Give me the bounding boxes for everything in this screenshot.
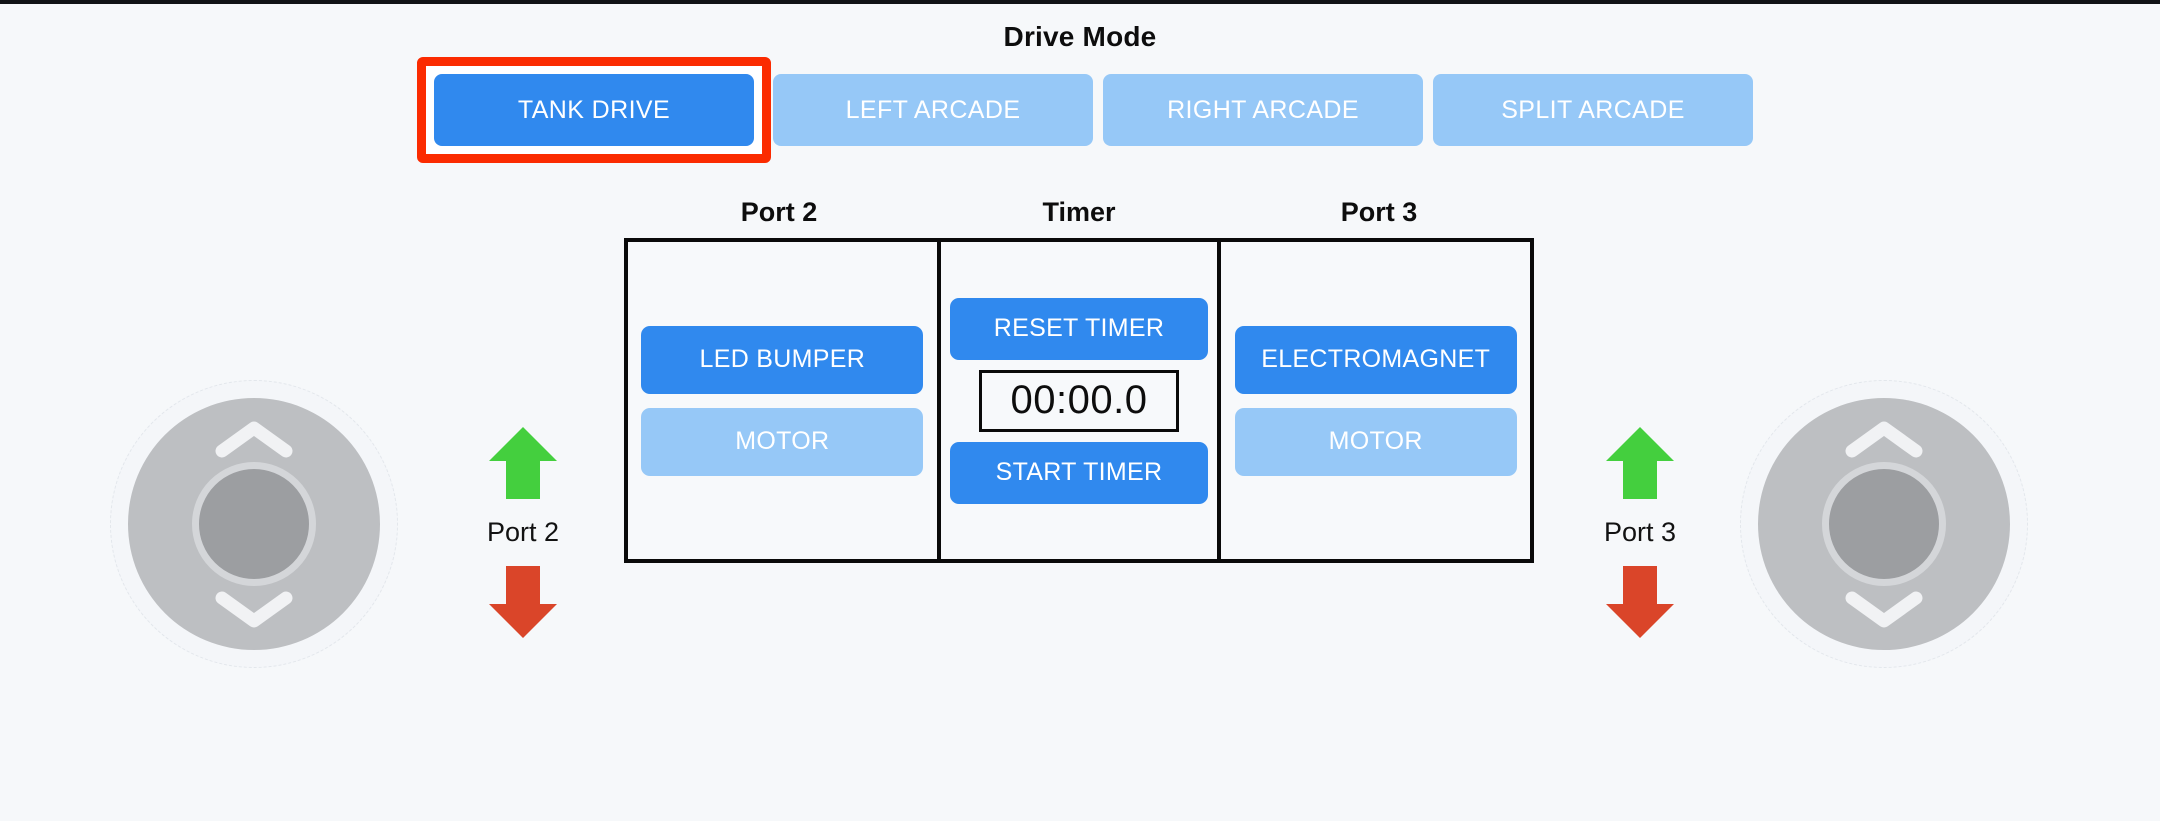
- up-arrow-icon[interactable]: [487, 425, 559, 501]
- chevron-down-icon: [215, 591, 293, 628]
- panel-port3: ELECTROMAGNET MOTOR: [1221, 242, 1530, 559]
- port2-arrow-controls: Port 2: [448, 425, 598, 640]
- panel-header-row: Port 2 Timer Port 3: [624, 197, 1534, 228]
- drive-mode-right-arcade-wrap: RIGHT ARCADE: [1103, 74, 1423, 146]
- panel-header-port2: Port 2: [740, 197, 818, 227]
- top-divider-bar: [0, 0, 2160, 4]
- port2-motor-button[interactable]: MOTOR: [641, 407, 924, 476]
- chevron-up-icon: [215, 421, 293, 458]
- drive-mode-title: Drive Mode: [1003, 21, 1157, 52]
- left-joystick[interactable]: [110, 380, 398, 668]
- left-joystick-base[interactable]: [128, 398, 380, 650]
- up-arrow-icon[interactable]: [1604, 425, 1676, 501]
- right-joystick-knob[interactable]: [1822, 462, 1946, 586]
- drive-mode-right-arcade-button[interactable]: RIGHT ARCADE: [1103, 74, 1423, 146]
- panel-header-port3: Port 3: [1340, 197, 1418, 227]
- control-panel-group: LED BUMPER MOTOR RESET TIMER 00:00.0 STA…: [624, 238, 1534, 563]
- port3-motor-button[interactable]: MOTOR: [1234, 407, 1517, 476]
- drive-mode-split-arcade-button[interactable]: SPLIT ARCADE: [1433, 74, 1753, 146]
- chevron-down-icon: [1845, 591, 1923, 628]
- left-joystick-knob[interactable]: [192, 462, 316, 586]
- right-joystick[interactable]: [1740, 380, 2028, 668]
- down-arrow-icon[interactable]: [487, 564, 559, 640]
- start-timer-button[interactable]: START TIMER: [950, 441, 1208, 504]
- right-joystick-base[interactable]: [1758, 398, 2010, 650]
- drive-mode-split-arcade-wrap: SPLIT ARCADE: [1433, 74, 1753, 146]
- drive-mode-left-arcade-wrap: LEFT ARCADE: [773, 74, 1093, 146]
- chevron-up-icon: [1845, 421, 1923, 458]
- down-arrow-icon[interactable]: [1604, 564, 1676, 640]
- port2-led-bumper-button[interactable]: LED BUMPER: [641, 325, 924, 394]
- port3-arrow-controls: Port 3: [1565, 425, 1715, 640]
- drive-mode-selection-highlight: TANK DRIVE: [417, 57, 771, 163]
- drive-mode-left-arcade-button[interactable]: LEFT ARCADE: [773, 74, 1093, 146]
- panel-port2: LED BUMPER MOTOR: [628, 242, 937, 559]
- panel-header-timer: Timer: [1042, 197, 1116, 227]
- port3-electromagnet-button[interactable]: ELECTROMAGNET: [1234, 325, 1517, 394]
- drive-mode-tank-drive-button[interactable]: TANK DRIVE: [434, 74, 754, 146]
- panel-timer: RESET TIMER 00:00.0 START TIMER: [936, 242, 1222, 559]
- drive-mode-button-row: TANK DRIVE LEFT ARCADE RIGHT ARCADE SPLI…: [417, 57, 1753, 163]
- timer-display: 00:00.0: [979, 369, 1179, 432]
- port2-label: Port 2: [486, 517, 560, 547]
- reset-timer-button[interactable]: RESET TIMER: [950, 297, 1208, 360]
- port3-label: Port 3: [1603, 517, 1677, 547]
